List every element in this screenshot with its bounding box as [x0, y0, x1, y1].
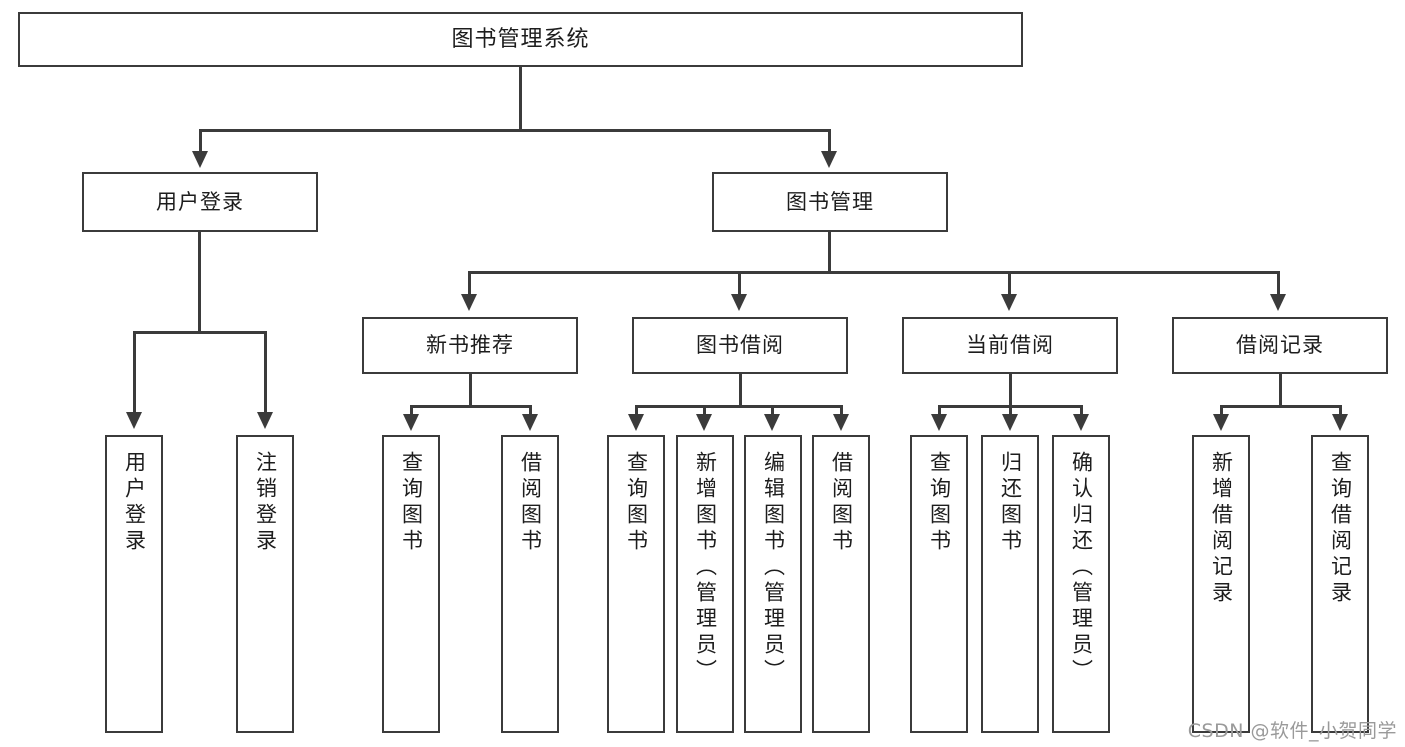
- arrowhead-leaf-borrow-book-2: [833, 414, 849, 431]
- node-label: 查询图书: [399, 451, 424, 555]
- edge-level2-drop-left: [199, 129, 202, 155]
- edge-new-book-rec-bus: [410, 405, 532, 408]
- edge-user-login-stem: [198, 232, 201, 333]
- node-label: 新增图书（管理员）: [693, 451, 718, 685]
- edge-new-book-rec-drop-2: [529, 405, 532, 417]
- node-label: 用户登录: [156, 189, 244, 214]
- edge-current-borrow-stem: [1009, 374, 1012, 407]
- node-root-book-management-system[interactable]: 图书管理系统: [18, 12, 1023, 67]
- edge-borrow-record-bus: [1220, 405, 1342, 408]
- edge-book-borrow-drop-2: [703, 405, 706, 417]
- node-label: 确认归还（管理员）: [1069, 451, 1094, 685]
- arrowhead-leaf-edit-book: [764, 414, 780, 431]
- node-label: 图书管理系统: [451, 26, 590, 52]
- node-leaf-edit-book[interactable]: 编辑图书（管理员）: [744, 435, 802, 733]
- edge-current-borrow-drop-2: [1009, 405, 1012, 417]
- node-label: 查询借阅记录: [1328, 451, 1353, 607]
- arrowhead-leaf-query-book-2: [628, 414, 644, 431]
- node-borrow-record[interactable]: 借阅记录: [1172, 317, 1388, 374]
- arrowhead-leaf-add-book: [696, 414, 712, 431]
- edge-level2-bus: [199, 129, 831, 132]
- edge-borrow-record-drop-2: [1339, 405, 1342, 417]
- edge-level2-drop-right: [828, 129, 831, 155]
- node-user-login[interactable]: 用户登录: [82, 172, 318, 232]
- arrowhead-leaf-query-book-3: [931, 414, 947, 431]
- node-label: 当前借阅: [966, 333, 1054, 358]
- node-book-manage[interactable]: 图书管理: [712, 172, 948, 232]
- node-label: 编辑图书（管理员）: [761, 451, 786, 685]
- node-book-borrow[interactable]: 图书借阅: [632, 317, 848, 374]
- node-leaf-add-book[interactable]: 新增图书（管理员）: [676, 435, 734, 733]
- arrowhead-leaf-query-book-1: [403, 414, 419, 431]
- node-leaf-query-book-1[interactable]: 查询图书: [382, 435, 440, 733]
- edge-current-borrow-drop-1: [938, 405, 941, 417]
- arrowhead-current-borrow: [1001, 294, 1017, 311]
- edge-book-borrow-drop-3: [771, 405, 774, 417]
- edge-book-manage-stem: [828, 232, 831, 273]
- arrowhead-new-book-rec: [461, 294, 477, 311]
- node-label: 归还图书: [998, 451, 1023, 555]
- node-leaf-user-logout[interactable]: 注销登录: [236, 435, 294, 733]
- arrowhead-leaf-query-record: [1332, 414, 1348, 431]
- node-leaf-return-book[interactable]: 归还图书: [981, 435, 1039, 733]
- node-leaf-query-book-2[interactable]: 查询图书: [607, 435, 665, 733]
- edge-new-book-rec-stem: [469, 374, 472, 407]
- node-label: 借阅图书: [829, 451, 854, 555]
- edge-level3-drop-4: [1277, 271, 1280, 298]
- node-leaf-borrow-book-2[interactable]: 借阅图书: [812, 435, 870, 733]
- node-label: 用户登录: [122, 451, 147, 555]
- node-leaf-user-login[interactable]: 用户登录: [105, 435, 163, 733]
- node-label: 查询图书: [927, 451, 952, 555]
- node-label: 图书借阅: [696, 333, 784, 358]
- edge-level3-bus: [468, 271, 1280, 274]
- arrowhead-leaf-user-logout: [257, 412, 273, 429]
- edge-user-login-drop-2: [264, 331, 267, 415]
- node-label: 新增借阅记录: [1209, 451, 1234, 607]
- node-label: 借阅图书: [518, 451, 543, 555]
- node-label: 新书推荐: [426, 333, 514, 358]
- node-new-book-rec[interactable]: 新书推荐: [362, 317, 578, 374]
- node-leaf-query-book-3[interactable]: 查询图书: [910, 435, 968, 733]
- node-leaf-borrow-book-1[interactable]: 借阅图书: [501, 435, 559, 733]
- arrowhead-book-borrow: [731, 294, 747, 311]
- edge-book-borrow-drop-4: [840, 405, 843, 417]
- edge-level3-drop-1: [468, 271, 471, 298]
- arrowhead-borrow-record: [1270, 294, 1286, 311]
- edge-borrow-record-drop-1: [1220, 405, 1223, 417]
- edge-level3-drop-2: [738, 271, 741, 298]
- edge-book-borrow-bus: [635, 405, 843, 408]
- arrowhead-leaf-add-record: [1213, 414, 1229, 431]
- edge-borrow-record-stem: [1279, 374, 1282, 407]
- edge-user-login-bus: [133, 331, 267, 334]
- edge-book-borrow-stem: [739, 374, 742, 407]
- edge-new-book-rec-drop-1: [410, 405, 413, 417]
- edge-book-borrow-drop-1: [635, 405, 638, 417]
- arrowhead-leaf-user-login: [126, 412, 142, 429]
- node-label: 图书管理: [786, 189, 874, 214]
- node-label: 查询图书: [624, 451, 649, 555]
- arrowhead-leaf-borrow-book-1: [522, 414, 538, 431]
- node-label: 借阅记录: [1236, 333, 1324, 358]
- arrowhead-leaf-return-book: [1002, 414, 1018, 431]
- edge-user-login-drop-1: [133, 331, 136, 415]
- node-leaf-add-record[interactable]: 新增借阅记录: [1192, 435, 1250, 733]
- edge-root-stem: [519, 67, 522, 131]
- edge-level3-drop-3: [1008, 271, 1011, 298]
- arrowhead-leaf-confirm-return: [1073, 414, 1089, 431]
- node-leaf-confirm-return[interactable]: 确认归还（管理员）: [1052, 435, 1110, 733]
- node-current-borrow[interactable]: 当前借阅: [902, 317, 1118, 374]
- node-leaf-query-record[interactable]: 查询借阅记录: [1311, 435, 1369, 733]
- node-label: 注销登录: [253, 451, 278, 555]
- arrowhead-book-manage: [821, 151, 837, 168]
- edge-current-borrow-drop-3: [1080, 405, 1083, 417]
- arrowhead-user-login: [192, 151, 208, 168]
